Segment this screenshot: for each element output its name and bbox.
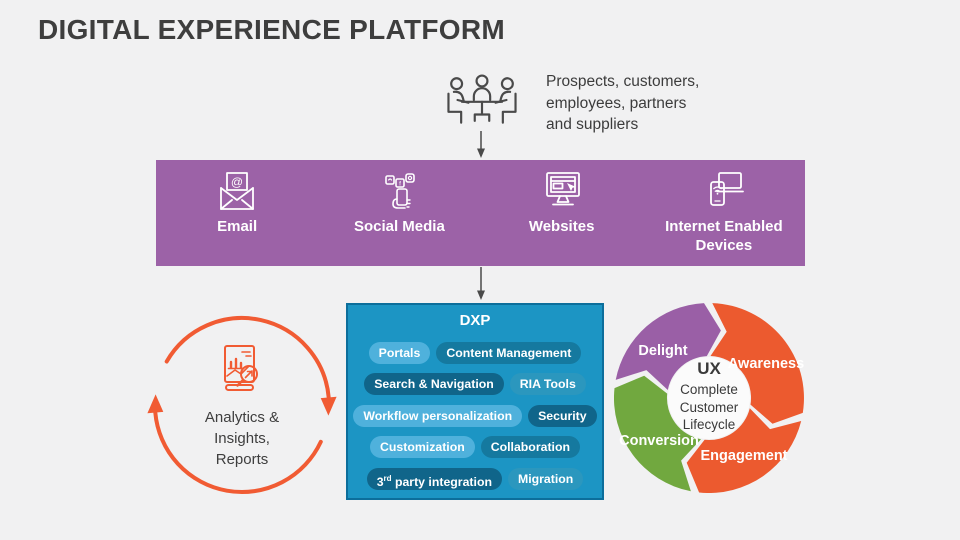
lifecycle-center-line: Lifecycle — [682, 417, 736, 432]
channel-label: Internet Enabled Devices — [665, 218, 783, 254]
audience-line: employees, partners — [546, 94, 687, 112]
analytics-line: Analytics & — [204, 409, 280, 426]
lifecycle-segment-delight — [615, 303, 721, 390]
lifecycle-ring — [614, 303, 804, 493]
lifecycle-center-circle — [668, 357, 750, 439]
dxp-pill: Portals — [368, 341, 431, 364]
meeting-people-icon — [447, 74, 517, 124]
dxp-pill: Migration — [507, 467, 584, 490]
dxp-pill: Customization — [370, 436, 475, 458]
arrow-down-icon — [477, 267, 485, 300]
dxp-pill: Content Management — [436, 341, 582, 364]
arrow-down-icon — [477, 131, 485, 158]
circular-arrows-icon — [147, 316, 337, 494]
audience-line: and suppliers — [546, 116, 639, 133]
lifecycle-label-delight: Delight — [638, 343, 688, 359]
lifecycle-center-line: Complete — [680, 382, 738, 397]
dxp-pill: 3rd party integration — [366, 467, 502, 490]
dxp-pill: RIA Tools — [509, 373, 586, 395]
lifecycle-segment-conversion — [614, 375, 701, 492]
channel-social-media: f Social Media — [318, 160, 480, 266]
analytics-report-icon — [224, 345, 258, 391]
lifecycle-diagram: Awareness Engagement Conversion Delight … — [614, 303, 804, 493]
lifecycle-center-heading: UX — [697, 359, 721, 378]
dxp-pill: Security — [528, 404, 597, 427]
lifecycle-center-line: Customer — [679, 399, 739, 415]
analytics-label: Analytics & Insights, Reports — [147, 407, 337, 470]
svg-text:@: @ — [231, 175, 243, 189]
channel-websites: Websites — [481, 160, 643, 266]
channel-label: Websites — [528, 218, 595, 235]
analytics-loop: Analytics & Insights, Reports — [147, 310, 337, 500]
lifecycle-label-conversion: Conversion — [619, 433, 699, 449]
internet-devices-icon — [709, 172, 744, 206]
social-media-icon: f — [385, 173, 416, 209]
dxp-pill: Workflow personalization — [353, 404, 523, 427]
channel-internet-devices: Internet Enabled Devices — [643, 160, 805, 266]
lifecycle-segment-engagement — [686, 408, 802, 493]
channel-email: @ Email — [156, 160, 318, 266]
dxp-pill: Search & Navigation — [364, 373, 504, 395]
email-icon: @ — [220, 172, 255, 210]
audience-group: Prospects, customers, employees, partner… — [443, 71, 699, 136]
channel-label: Social Media — [353, 218, 445, 235]
audience-line: Prospects, customers, — [546, 73, 700, 90]
lifecycle-center-text: UX Complete Customer Lifecycle — [649, 359, 769, 434]
websites-icon — [545, 172, 580, 206]
channels-bar: @ Email f Social Media — [156, 160, 805, 266]
dxp-pill: Collaboration — [480, 436, 580, 458]
lifecycle-label-awareness: Awareness — [727, 356, 805, 372]
channel-label: Email — [217, 218, 258, 235]
lifecycle-segment-awareness — [710, 303, 804, 424]
svg-text:f: f — [399, 181, 401, 188]
analytics-line: Reports — [215, 451, 269, 468]
dxp-title: DXP — [459, 312, 491, 329]
audience-text: Prospects, customers, employees, partner… — [546, 71, 699, 136]
lifecycle-label-engagement: Engagement — [700, 448, 788, 464]
page-title: DIGITAL EXPERIENCE PLATFORM — [38, 14, 506, 45]
analytics-line: Insights, — [214, 430, 270, 447]
